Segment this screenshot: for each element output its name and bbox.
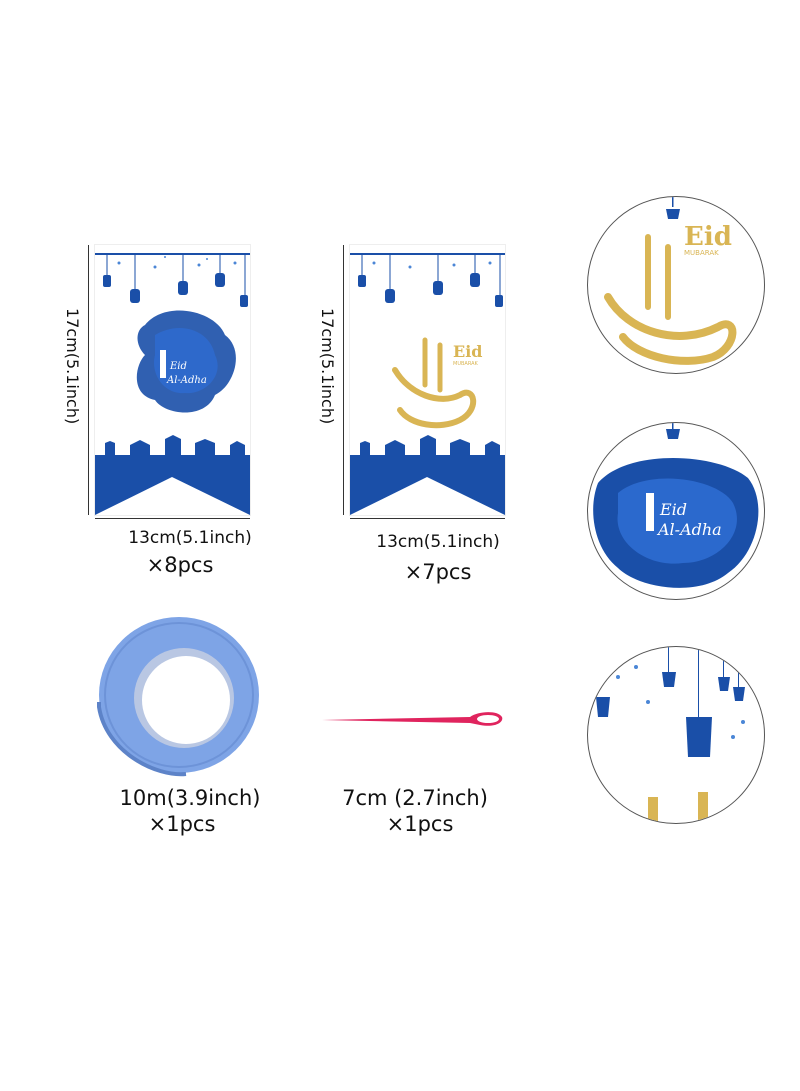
circle-card-art: Eid Al-Adha xyxy=(593,423,759,588)
ribbon-quantity-label: ×1pcs xyxy=(148,812,216,836)
needle-size-label: 7cm (2.7inch) xyxy=(342,786,488,810)
circle-title: Eid xyxy=(684,222,732,252)
lantern-icon xyxy=(686,717,712,757)
lantern-icon xyxy=(666,209,680,219)
height-dimension-line xyxy=(343,245,344,515)
banner-width-label: 13cm(5.1inch) xyxy=(128,528,252,548)
banner-height-label: 17cm(5.1inch) xyxy=(63,308,82,425)
width-dimension-line xyxy=(95,518,250,519)
plastic-needle xyxy=(320,708,505,732)
circle-card-art: Eid MUBARAK xyxy=(604,197,737,365)
circle-card-eid-mubarak: Eid MUBARAK xyxy=(587,196,765,374)
circle-card-lanterns xyxy=(587,646,765,824)
calligraphy-icon xyxy=(392,367,477,429)
banner-eid-mubarak: Eid MUBARAK xyxy=(350,245,505,515)
banner-badge-line1: Eid xyxy=(169,361,187,372)
banner-eid-al-adha: Eid Al-Adha xyxy=(95,245,250,515)
banner-width-label: 13cm(5.1inch) xyxy=(376,532,500,552)
circle-subtitle: Al-Adha xyxy=(656,520,722,539)
lantern-icon xyxy=(662,672,676,687)
needle-quantity-label: ×1pcs xyxy=(386,812,454,836)
banner-height-label: 17cm(5.1inch) xyxy=(318,308,337,425)
lantern-icon xyxy=(666,429,680,439)
banner-badge-line2: MUBARAK xyxy=(453,361,479,367)
banner-eid-al-adha-art: Eid Al-Adha xyxy=(95,253,250,515)
circle-card-eid-al-adha: Eid Al-Adha xyxy=(587,422,765,600)
banner-eid-mubarak-art: Eid MUBARAK xyxy=(350,253,505,515)
lantern-icon xyxy=(358,253,503,307)
banner-badge-line1: Eid xyxy=(453,342,482,361)
height-dimension-line xyxy=(88,245,89,515)
lantern-icon xyxy=(103,253,248,307)
ribbon-size-label: 10m(3.9inch) xyxy=(119,786,261,810)
ribbon-roll xyxy=(96,612,262,778)
circle-subtitle: MUBARAK xyxy=(684,249,719,257)
circle-title: Eid xyxy=(659,500,687,519)
banner-quantity-label: ×7pcs xyxy=(404,560,472,584)
calligraphy-icon xyxy=(604,293,737,365)
width-dimension-line xyxy=(350,518,505,519)
needle-icon xyxy=(322,712,503,726)
ribbon-roll-icon xyxy=(97,617,259,777)
banner-badge-line2: Al-Adha xyxy=(166,375,207,386)
banner-quantity-label: ×8pcs xyxy=(146,553,214,577)
circle-card-art xyxy=(596,647,745,823)
